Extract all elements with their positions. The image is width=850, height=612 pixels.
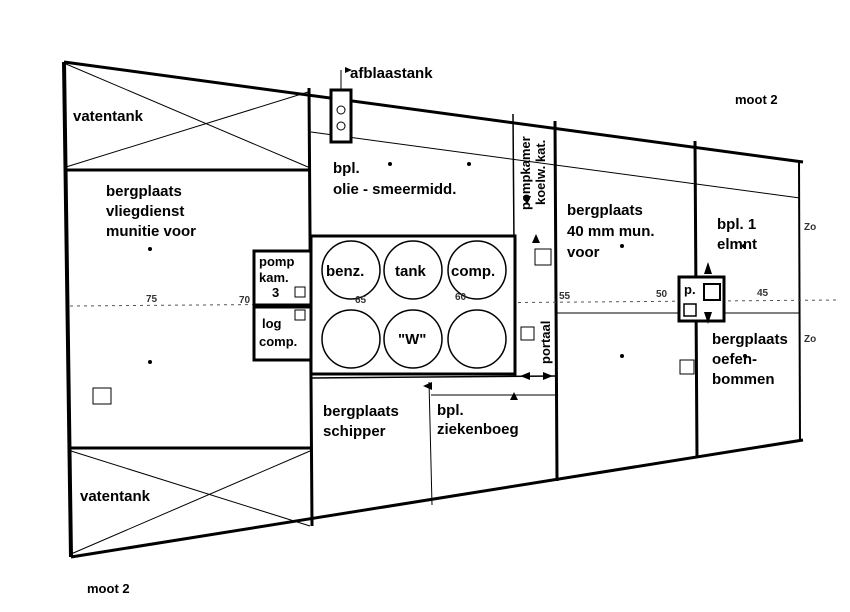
p-hatch (683, 303, 697, 317)
label-pompkam-2: kam. (259, 270, 289, 285)
label-40mm-3: voor (567, 244, 600, 261)
hull-bottom-edge (70, 438, 804, 559)
tank-w (383, 309, 443, 369)
hull-aft-edge (62, 61, 73, 558)
tank-block (309, 234, 517, 376)
hatch (534, 248, 552, 266)
arrow-icon (423, 382, 432, 390)
arrow-icon (543, 372, 553, 380)
cross-line (65, 91, 309, 168)
label-moot-bottom: moot 2 (87, 581, 130, 596)
label-logcomp-2: comp. (259, 334, 297, 349)
schipper-top (310, 375, 558, 379)
label-elmnt-2: elmnt (717, 236, 757, 253)
ziekenboeg-wall (428, 381, 433, 506)
upper-long-line (310, 131, 801, 199)
label-ziekenboeg-2: ziekenboeg (437, 421, 519, 438)
arrow-icon (520, 372, 530, 380)
label-oefen-2: oefen- (712, 351, 757, 368)
dot (742, 244, 746, 248)
frame-number: 75 (146, 294, 158, 305)
tank-comp (447, 240, 507, 300)
label-afblaastank: afblaastank (350, 65, 433, 82)
cross-line (65, 63, 309, 168)
vatentank-cross (65, 63, 311, 555)
label-pompkam-1: pomp (259, 254, 294, 269)
label-schipper-1: bergplaats (323, 403, 399, 420)
label-vliegdienst-1: bergplaats (106, 183, 182, 200)
arrow-icon (704, 262, 712, 274)
label-tank-comp: comp. (451, 263, 495, 280)
dot (388, 162, 392, 166)
hatch-small (294, 286, 306, 298)
frame-number: 55 (559, 291, 571, 302)
dot (148, 247, 152, 251)
bulkhead-d (798, 160, 801, 442)
tank-tank (383, 240, 443, 300)
label-pompkamer-1: pompkamer (518, 136, 533, 210)
hatch-small (294, 309, 306, 321)
label-pompkamer-2: koelw. kat. (533, 140, 548, 205)
label-pompkam-3: 3 (272, 285, 279, 300)
cross-line (70, 450, 311, 527)
dot (620, 244, 624, 248)
dot (620, 354, 624, 358)
frame-number: 50 (656, 289, 668, 300)
label-portaal: portaal (538, 321, 553, 364)
arrow-icon (510, 392, 518, 400)
label-vliegdienst-2: vliegdienst (106, 203, 184, 220)
dot (148, 360, 152, 364)
label-logcomp-1: log (262, 316, 282, 331)
label-edge-2: Zo (804, 334, 816, 345)
label-40mm-2: 40 mm mun. (567, 223, 655, 240)
label-schipper-2: schipper (323, 423, 386, 440)
label-ziekenboeg-1: bpl. (437, 402, 464, 419)
frame-number: 60 (455, 292, 467, 303)
label-tank-tank: tank (395, 263, 427, 280)
logcomp-box (252, 305, 313, 362)
label-vatentank-top: vatentank (73, 108, 144, 125)
frame-number: 45 (757, 288, 769, 299)
hull-outline (62, 60, 804, 559)
afblaastank-circle (336, 121, 346, 131)
hatch (520, 326, 535, 341)
cross-line (70, 450, 311, 555)
label-oefen-3: bommen (712, 371, 775, 388)
bulkhead-b (553, 120, 559, 482)
label-p: p. (684, 282, 696, 297)
label-tank-w: "W" (398, 331, 426, 348)
label-40mm-1: bergplaats (567, 202, 643, 219)
tank-lower-left (321, 309, 381, 369)
arrow-icon (532, 234, 540, 243)
label-vliegdienst-3: munitie voor (106, 223, 196, 240)
label-elmnt-1: bpl. 1 (717, 216, 756, 233)
label-oefen-1: bergplaats (712, 331, 788, 348)
arrow-icon (523, 196, 531, 205)
label-olie-2: olie - smeermidd. (333, 181, 456, 198)
label-moot-top: moot 2 (735, 92, 778, 107)
markers (148, 162, 747, 364)
hatches (92, 248, 695, 405)
hatch (92, 387, 112, 405)
label-edge-1: Zo (804, 222, 816, 233)
afblaastank-box (329, 88, 353, 144)
hull-top-edge (63, 60, 804, 164)
label-olie-1: bpl. (333, 160, 360, 177)
arrow-icon (345, 67, 352, 73)
dot (467, 162, 471, 166)
afblaastank-circle (336, 105, 346, 115)
hatch (679, 359, 695, 375)
frame-number: 70 (239, 295, 251, 306)
p-hatch (703, 283, 721, 301)
label-tank-benz: benz. (326, 263, 364, 280)
arrow-icon (704, 312, 712, 324)
dot (743, 354, 747, 358)
label-vatentank-bottom: vatentank (80, 488, 151, 505)
tank-lower-right (447, 309, 507, 369)
frame-number: 65 (355, 295, 367, 306)
tank-benz (321, 240, 381, 300)
divisions (66, 131, 801, 450)
